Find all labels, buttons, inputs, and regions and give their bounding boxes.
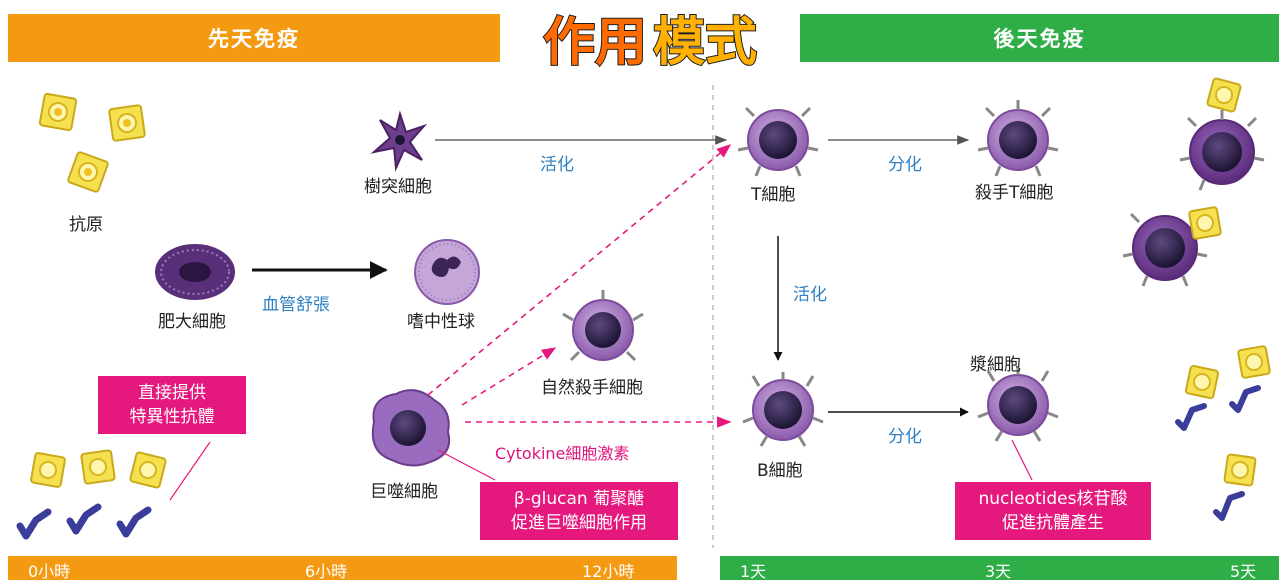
callout-line: β-glucan 葡聚醣: [513, 489, 645, 509]
callout-line: 促進抗體產生: [1002, 513, 1104, 533]
timeline-tick: 3天: [985, 562, 1012, 581]
b-cell-icon: [742, 372, 824, 447]
timeline-tick: 0小時: [28, 562, 71, 581]
killer-t-cell-label: 殺手T細胞: [975, 183, 1054, 203]
activate-label: 活化: [793, 285, 827, 305]
activate-label: 活化: [540, 155, 574, 175]
antigen-icon: [1206, 77, 1242, 113]
innate-immunity-band: 先天免疫: [8, 14, 500, 62]
callout-line: 直接提供: [138, 383, 206, 403]
macrophage-label: 巨噬細胞: [370, 482, 438, 502]
callout-line: nucleotides核苷酸: [978, 489, 1128, 509]
killer-t-cell-icon: [1122, 212, 1208, 287]
antigen-icon: [1188, 206, 1222, 240]
title-part-1: 作用: [542, 12, 648, 74]
page-title: 作用 模式: [515, 2, 785, 74]
antigen-label: 抗原: [69, 215, 103, 235]
beta-glucan-callout: β-glucan 葡聚醣 促進巨噬細胞作用: [480, 482, 678, 540]
antigen-icon: [108, 104, 146, 142]
vasodilation-label: 血管舒張: [262, 295, 330, 315]
adaptive-timeline-bar: [720, 556, 1279, 580]
adaptive-immunity-band: 後天免疫: [800, 14, 1279, 62]
dendritic-cell-icon: [370, 110, 428, 172]
nk-cell-label: 自然殺手細胞: [541, 378, 643, 398]
innate-timeline-bar: [8, 556, 677, 580]
timeline-tick: 5天: [1230, 562, 1257, 581]
t-cell-label: T細胞: [751, 185, 796, 205]
callout-connector: [169, 441, 211, 501]
antibody-antigen-complex-icon: [1175, 345, 1271, 521]
b-cell-label: B細胞: [757, 461, 803, 481]
adaptive-immunity-label: 後天免疫: [993, 27, 1086, 51]
mast-cell-icon: [155, 244, 235, 300]
nk-cell-icon: [562, 290, 644, 362]
differentiate-label: 分化: [888, 155, 922, 175]
neutrophil-label: 嗜中性球: [407, 312, 475, 332]
antibody-antigen-complex-icon: [16, 449, 167, 540]
antibody-callout: 直接提供 特異性抗體: [98, 376, 246, 434]
antigen-icon: [38, 92, 78, 132]
timeline-tick: 6小時: [305, 562, 348, 581]
differentiate-label: 分化: [888, 427, 922, 447]
mast-cell-label: 肥大細胞: [158, 312, 226, 332]
cytokine-label: Cytokine細胞激素: [495, 444, 630, 463]
callout-line: 特異性抗體: [129, 407, 215, 427]
callout-connector: [437, 449, 496, 481]
neutrophil-icon: [414, 239, 480, 305]
timeline-tick: 12小時: [582, 562, 635, 581]
callout-line: 促進巨噬細胞作用: [511, 513, 647, 533]
macrophage-icon: [371, 389, 451, 467]
callout-connector: [1011, 439, 1033, 481]
plasma-cell-icon: [977, 367, 1059, 442]
antigen-icon: [67, 151, 109, 193]
plasma-cell-label: 漿細胞: [970, 355, 1021, 375]
dendritic-cell-label: 樹突細胞: [364, 177, 432, 197]
nucleotides-callout: nucleotides核苷酸 促進抗體產生: [955, 482, 1151, 540]
timeline-tick: 1天: [740, 562, 767, 581]
killer-t-cell-icon: [977, 100, 1059, 177]
title-part-2: 模式: [652, 12, 758, 74]
t-cell-icon: [737, 106, 819, 177]
innate-immunity-label: 先天免疫: [208, 27, 300, 51]
arrow-macrophage-to-nk: [461, 347, 557, 406]
killer-t-cell-icon: [1179, 110, 1265, 191]
